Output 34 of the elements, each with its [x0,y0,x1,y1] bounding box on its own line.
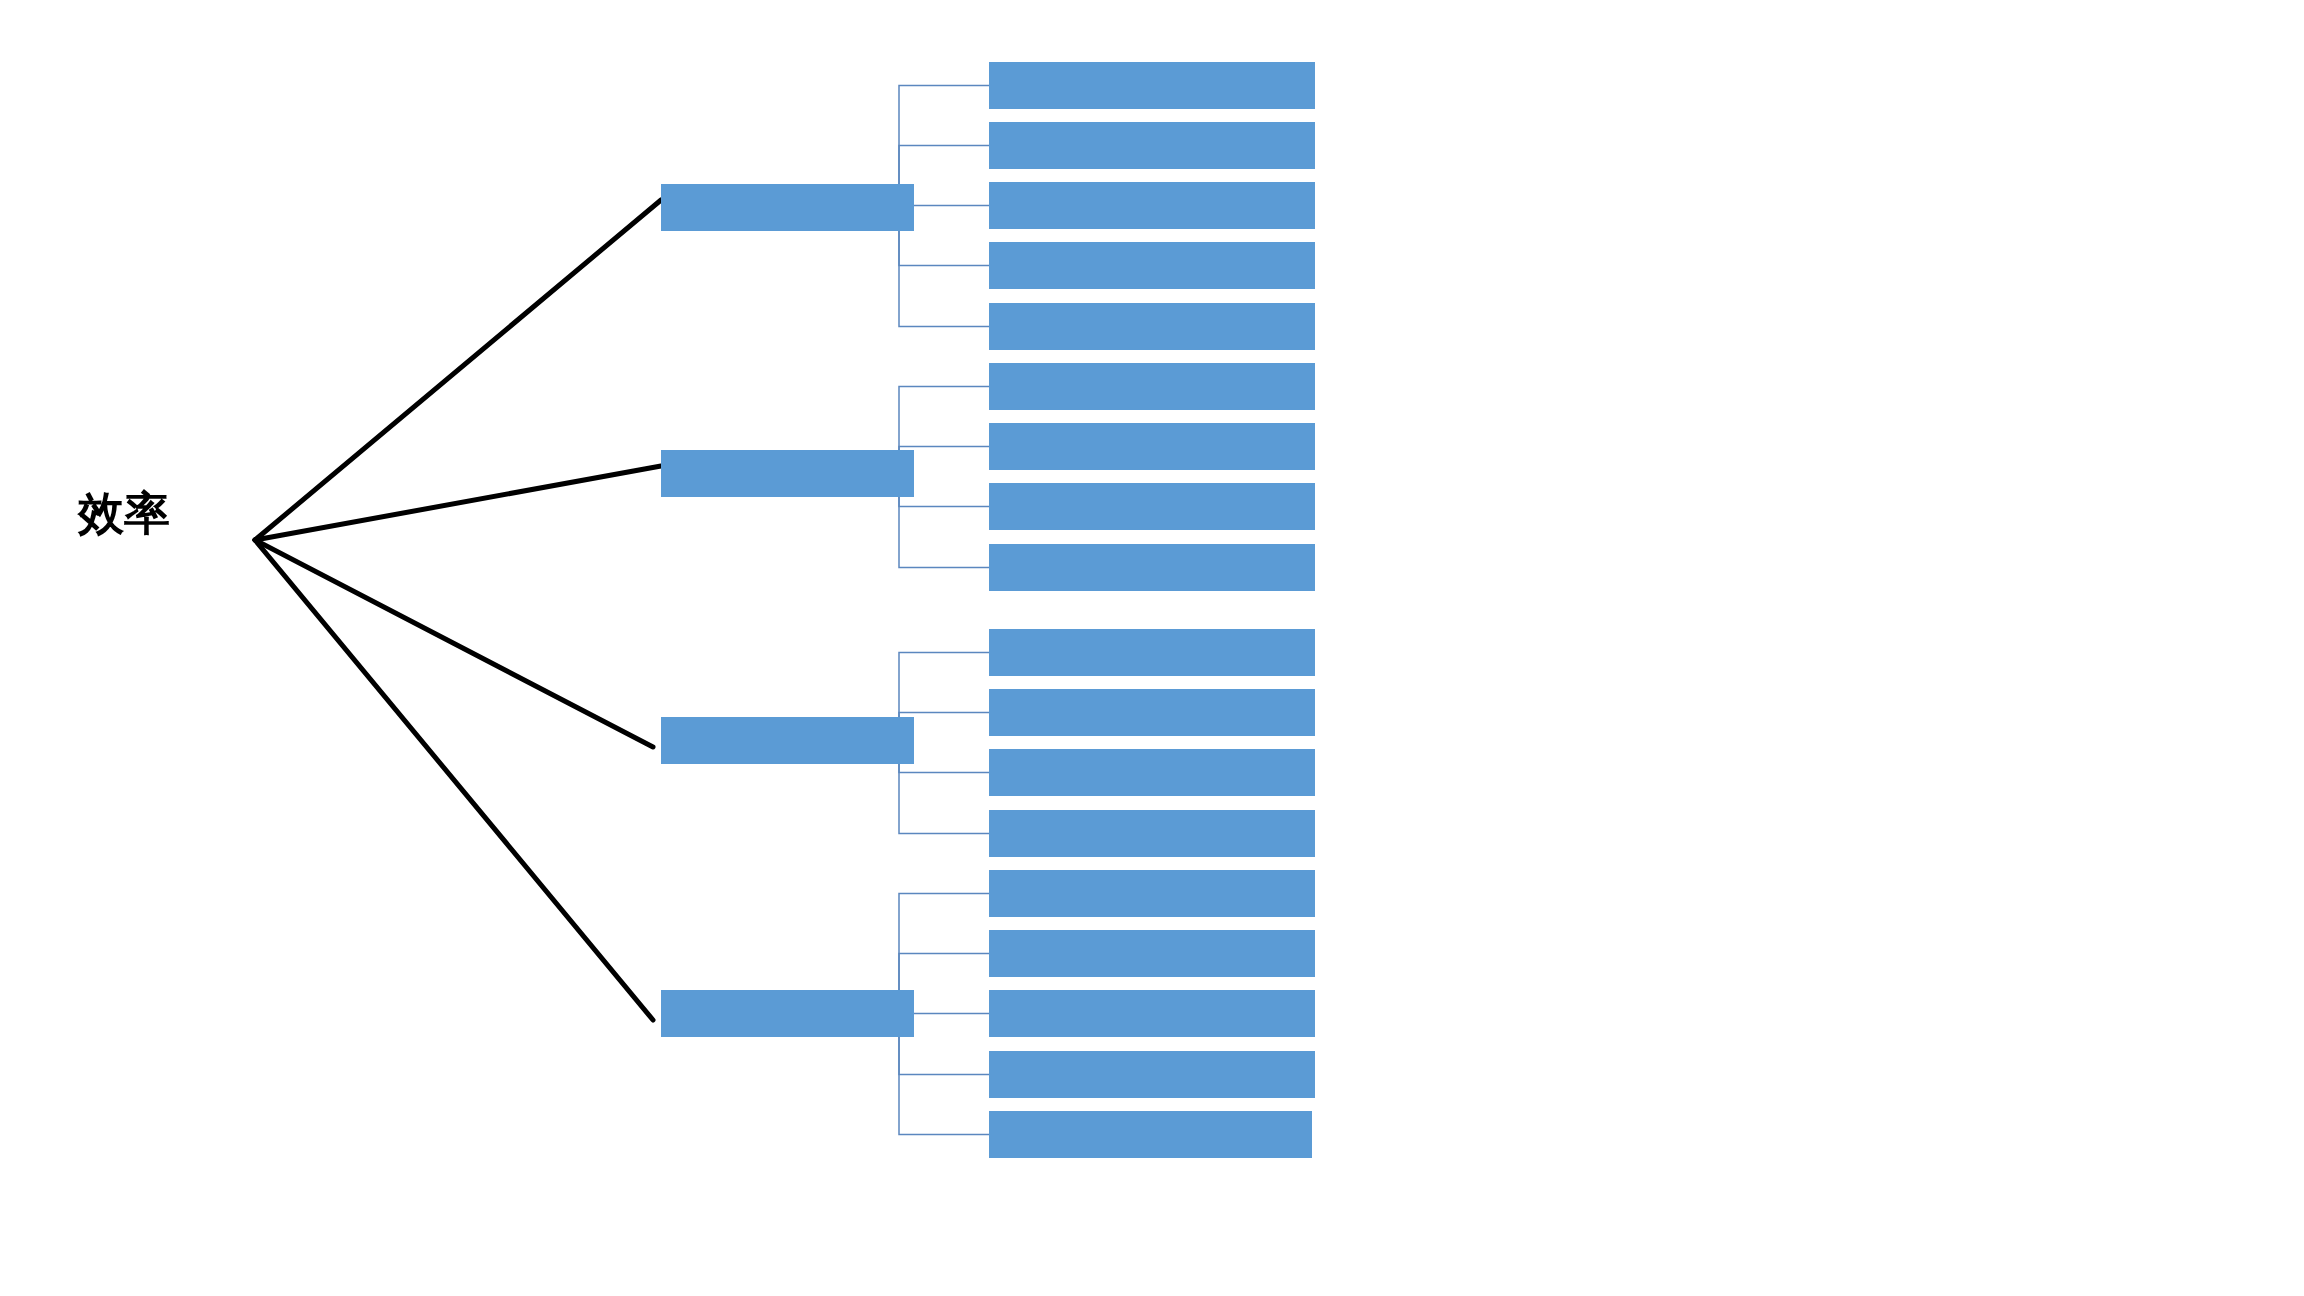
bracket-line [913,1012,990,1015]
blank-box [989,689,1315,736]
blank-box [989,1111,1312,1158]
bracket-line [898,1036,990,1136]
bracket-line [898,445,990,451]
blank-box [661,184,914,231]
connector-line [252,537,656,1023]
bracket-line [898,952,990,991]
blank-box [661,450,914,497]
blank-box [989,749,1315,796]
blank-box [989,242,1315,289]
bracket-line [898,230,990,328]
blank-box [989,423,1315,470]
blank-box [989,629,1315,676]
blank-box [989,483,1315,530]
blank-box [661,717,914,764]
blank-box [989,1051,1315,1098]
blank-box [989,62,1315,109]
blank-box [989,122,1315,169]
blank-box [989,363,1315,410]
bracket-line [898,711,990,718]
blank-box [989,810,1315,857]
heading-text: 效率 [78,490,170,536]
blank-box [989,870,1315,917]
blank-box [989,182,1315,229]
blank-box [661,990,914,1037]
bracket-line [898,496,990,569]
bracket-line [898,763,990,835]
bracket-line [913,204,990,207]
blank-box [989,544,1315,591]
blank-box [989,930,1315,977]
blank-box [989,990,1315,1037]
bracket-line [898,144,990,185]
blank-box [989,303,1315,350]
